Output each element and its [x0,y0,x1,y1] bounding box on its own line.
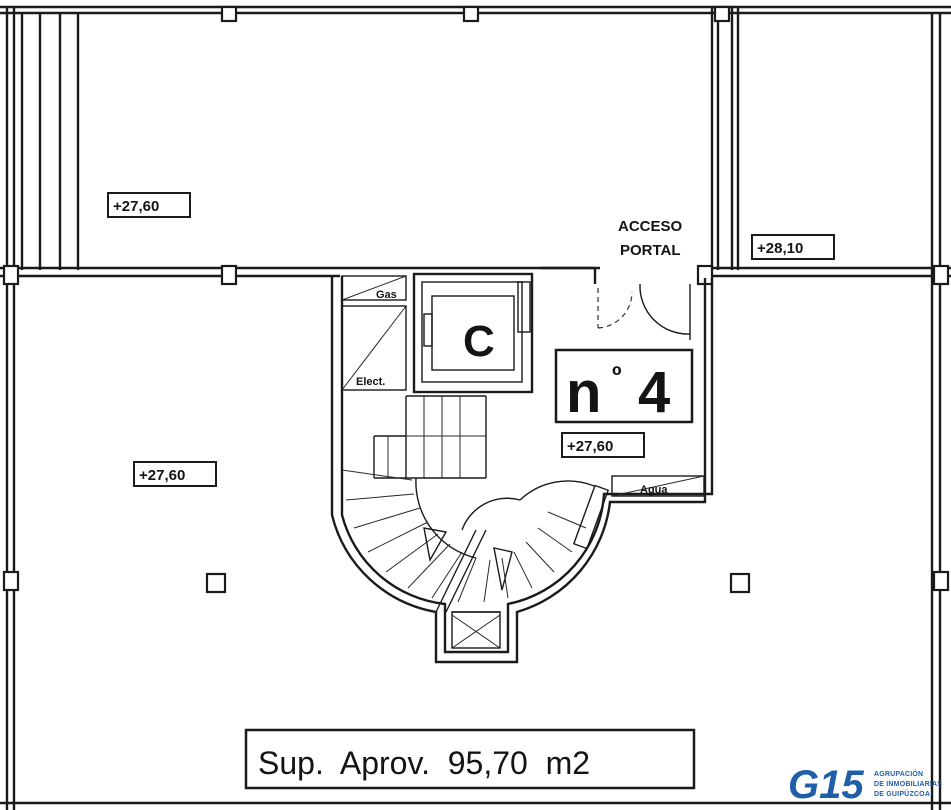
lift-label: C [463,317,495,366]
logo-line3: DE GUIPÚZCOA [874,789,930,798]
access-line2: PORTAL [620,242,681,259]
logo-mark: G15 [788,763,864,807]
level-upper-left: +27,60 [107,192,191,218]
level-upper-right-text: +28,10 [757,240,803,257]
unit-digit: 4 [638,360,670,425]
service-cupboards: Gas Elect. [341,275,407,391]
access-label: ACCESO PORTAL [618,218,683,259]
logo-line1: AGRUPACIÓN [874,769,923,778]
right-strip-walls [710,7,740,270]
agua-label: Agua [640,484,668,496]
level-portal-text: +27,60 [567,438,613,455]
entrance-door [540,266,691,340]
agua-cupboard: Agua [611,475,705,497]
pillars [2,5,950,594]
logo-line2: DE INMOBILIARIAS [874,781,942,788]
outer-walls [0,5,951,810]
level-lower-left-text: +27,60 [139,467,185,484]
level-upper-right: +28,10 [751,234,835,260]
curved-stair [341,469,610,613]
gas-label: Gas [376,289,397,301]
elect-label: Elect. [356,376,385,388]
surface-text: Sup. Aprov. 95,70 m2 [258,745,590,781]
level-upper-left-text: +27,60 [113,198,159,215]
unit-prefix: n [566,360,601,425]
lift: C [412,272,534,394]
unit-number: n º 4 [554,348,694,425]
unit-ordinal: º [612,360,622,390]
access-line1: ACCESO [618,218,683,235]
stair-flight [373,395,487,479]
stair-core [330,276,714,664]
surface-box: Sup. Aprov. 95,70 m2 [244,728,696,790]
g15-logo: G15 AGRUPACIÓN DE INMOBILIARIAS DE GUIPÚ… [788,763,942,807]
level-portal: +27,60 [561,432,645,458]
level-lower-left: +27,60 [133,461,217,487]
dividing-wall [0,266,951,278]
